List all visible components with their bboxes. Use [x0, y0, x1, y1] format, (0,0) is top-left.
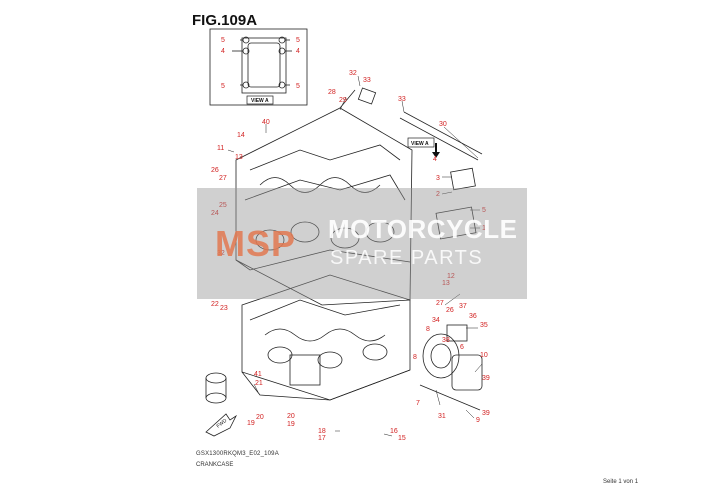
callout: 31	[438, 413, 446, 420]
watermark-subtitle: SPARE PARTS	[330, 247, 484, 269]
callout-numbers: 5 5 4 4 5 5 32 33 28 29 33 30 40 14 11 1…	[211, 37, 490, 442]
callout: 23	[220, 305, 228, 312]
callout: 13	[442, 280, 450, 287]
callout: 3	[436, 175, 440, 182]
callout: 39	[482, 375, 490, 382]
callout: 5	[221, 37, 225, 44]
callout: 20	[256, 414, 264, 421]
callout: 1	[482, 225, 486, 232]
callout: 30	[439, 121, 447, 128]
callout: 37	[459, 303, 467, 310]
figure-code: GSX1300RKQM3_E02_109A	[196, 451, 279, 457]
callout: 7	[416, 400, 420, 407]
callout: 5	[296, 37, 300, 44]
callout: 4	[221, 48, 225, 55]
callout: 8	[426, 326, 430, 333]
callout: 5	[482, 207, 486, 214]
callout: 33	[363, 77, 371, 84]
callout: 16	[390, 428, 398, 435]
watermark-logo: MSP	[215, 223, 297, 264]
inset-view-a	[209, 28, 308, 106]
upper-crankcase	[235, 89, 413, 306]
leader-lines	[227, 75, 483, 437]
view-a-callout-label: VIEW A	[411, 141, 429, 147]
callout: 5	[221, 83, 225, 90]
side-components	[357, 87, 483, 411]
callout: 24	[211, 210, 219, 217]
callout: 33	[398, 96, 406, 103]
callout: 11	[217, 145, 224, 152]
callout: 34	[432, 317, 440, 324]
fwd-arrow-icon: FWD	[205, 413, 238, 437]
callout: 20	[287, 413, 295, 420]
callout: 32	[217, 250, 225, 257]
callout: 4	[433, 156, 437, 163]
callout: 32	[349, 70, 357, 77]
oil-filter	[205, 372, 227, 404]
callout: 26	[446, 307, 454, 314]
callout: 27	[219, 175, 227, 182]
callout: 19	[247, 420, 255, 427]
callout: 18	[318, 428, 326, 435]
figure-title: FIG.109A	[192, 12, 258, 29]
callout: 2	[436, 191, 440, 198]
callout: 25	[219, 202, 227, 209]
callout: 41	[254, 371, 262, 378]
callout: 35	[480, 322, 488, 329]
callout: 13	[235, 154, 243, 161]
callout: 36	[469, 313, 477, 320]
view-a-inset-label: VIEW A	[251, 98, 269, 104]
callout: 21	[255, 380, 263, 387]
watermark-brand: MOTORCYCLE	[328, 214, 518, 244]
figure-name: CRANKCASE	[196, 462, 234, 468]
callout: 4	[296, 48, 300, 55]
callout: 14	[237, 132, 245, 139]
callout: 19	[287, 421, 295, 428]
callout: 12	[447, 273, 455, 280]
callout: 9	[476, 417, 480, 424]
watermark-banner	[197, 188, 527, 299]
view-a-callout-box: VIEW A	[407, 137, 435, 148]
page-indicator: Seite 1 von 1	[603, 479, 639, 485]
svg-text:FWD: FWD	[216, 418, 229, 430]
callout: 40	[262, 119, 270, 126]
callout: 38	[442, 337, 450, 344]
callout: 8	[413, 354, 417, 361]
callout: 15	[398, 435, 406, 442]
lower-crankcase	[241, 274, 411, 401]
callout: 17	[318, 435, 326, 442]
callout: 22	[211, 301, 219, 308]
callout: 10	[480, 352, 488, 359]
callout: 26	[211, 167, 219, 174]
view-a-arrow-icon	[432, 143, 440, 158]
callout: 27	[436, 300, 444, 307]
callout: 29	[339, 97, 347, 104]
callout: 5	[296, 83, 300, 90]
callout: 39	[482, 410, 490, 417]
callout: 28	[328, 89, 336, 96]
callout: 6	[460, 344, 464, 351]
